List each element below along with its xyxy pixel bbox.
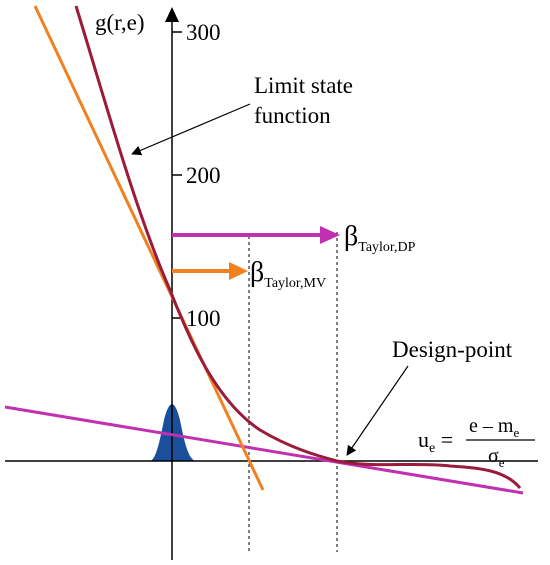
denominator-text: σ [488,445,499,467]
limit-state-label-line1: Limit state [254,73,353,98]
beta-mv-arrowhead [229,262,248,280]
design-point-pointer-arrow [346,365,409,456]
y-axis-label: g(r,e) [95,10,145,35]
beta-dp-arrowhead [320,226,340,244]
design-point-label: Design-point [392,337,513,362]
limit-state-pointer-arrow [131,103,251,156]
equals-sign: = [435,427,453,452]
formula-denominator: σe [488,445,505,470]
design-point-tangent-line [4,405,524,495]
y-axis-arrowhead [165,7,179,22]
beta-mv-label: βTaylor,MV [250,257,326,291]
beta-dp-symbol: β [344,221,358,252]
tick-label-300: 300 [186,20,221,45]
numerator-text: e – m [469,415,514,437]
numerator-subscript: e [513,425,519,440]
mean-value-tangent-line [33,5,265,491]
limit-state-curve [74,5,522,490]
probability-distribution [150,404,196,461]
beta-dp-subscript: Taylor,DP [358,240,415,255]
beta-mv-symbol: β [250,257,264,288]
beta-mv-subscript: Taylor,MV [264,276,326,291]
u-subscript: e [429,441,435,456]
tick-label-200: 200 [186,163,221,188]
limit-state-label-line2: function [254,103,331,128]
u-variable: ue = [418,427,453,456]
u-symbol: u [418,427,429,452]
beta-dp-label: βTaylor,DP [344,221,416,255]
denominator-subscript: e [499,455,505,470]
formula-numerator: e – me [469,415,519,440]
tick-label-100: 100 [186,306,221,331]
